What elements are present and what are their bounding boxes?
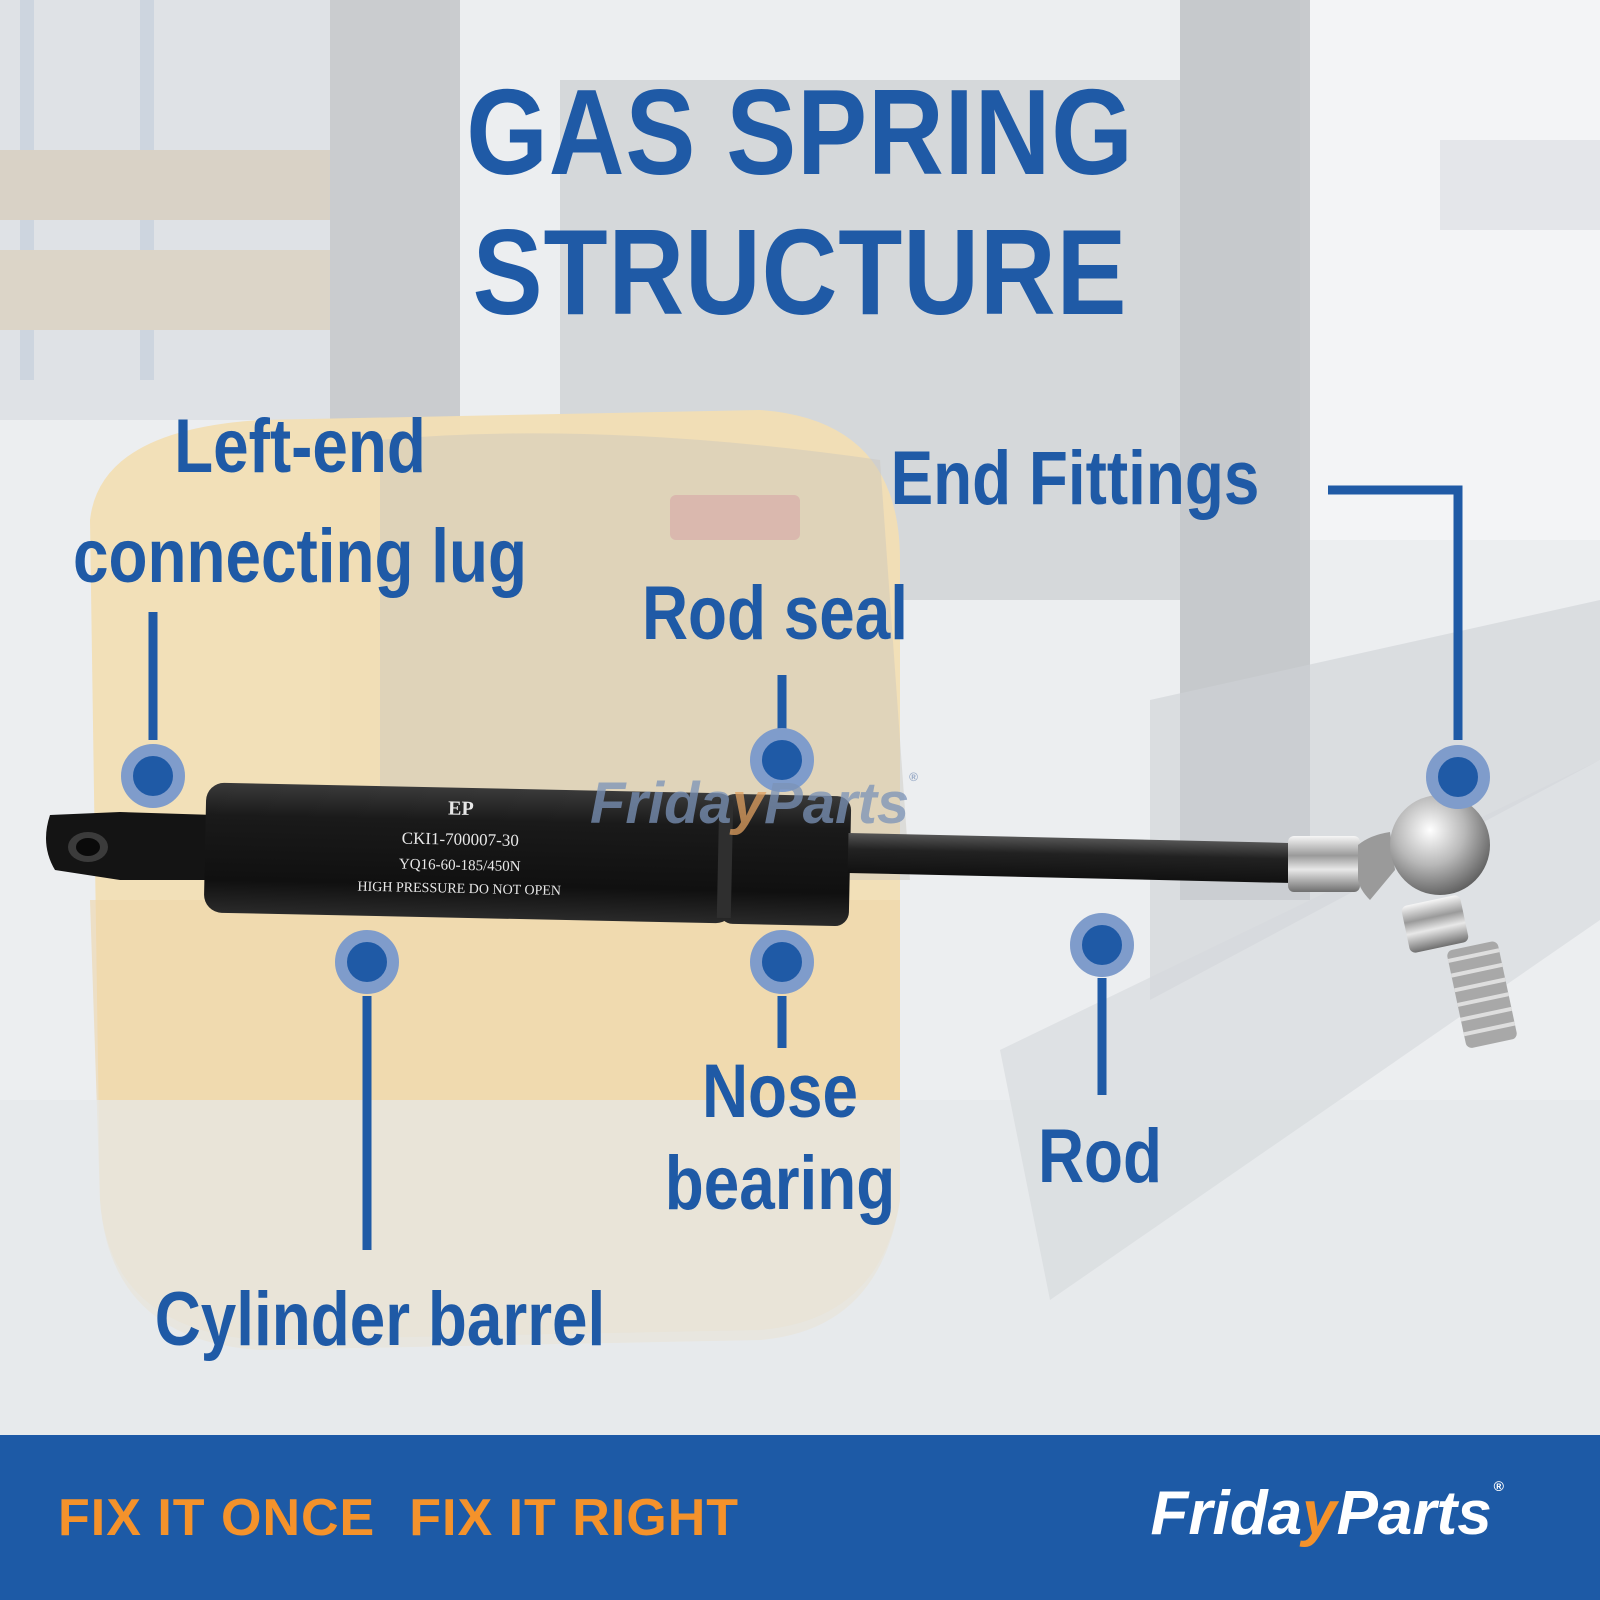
- page-title-line1: GAS SPRING: [466, 64, 1134, 200]
- label-end-fittings: End Fittings: [890, 436, 1260, 521]
- label-rod: Rod: [1037, 1114, 1163, 1199]
- gas-spring-diagram: EP CKI1-700007-30 YQ16-60-185/450N HIGH …: [46, 485, 1517, 1250]
- callout-dot-nose-bearing: [750, 930, 814, 994]
- label-nose-line2: bearing: [664, 1141, 896, 1226]
- label-nose-bearing: Nose bearing: [637, 1050, 923, 1226]
- label-cylinder-barrel: Cylinder barrel: [154, 1277, 606, 1362]
- slogan-part-2: FIX IT RIGHT: [409, 1489, 740, 1547]
- label-left-end-line2: connecting lug: [73, 514, 527, 599]
- callout-dot-rod-seal: [750, 728, 814, 792]
- slogan-part-1: FIX IT ONCE: [58, 1489, 376, 1547]
- callout-dot-end-fittings: [1426, 745, 1490, 809]
- callout-line-end-fittings: [1328, 485, 1463, 740]
- label-nose-line1: Nose: [701, 1049, 859, 1134]
- label-left-end-line1: Left-end: [174, 404, 426, 489]
- cylinder-barrel-body: [204, 782, 852, 927]
- watermark-logo: FridayParts®: [590, 770, 919, 836]
- barrel-spec: YQ16-60-185/450N: [399, 857, 521, 876]
- left-end-lug: [46, 812, 215, 880]
- callout-dot-left-end: [121, 744, 185, 808]
- callout-dot-cylinder-barrel: [335, 930, 399, 994]
- footer-bar: [0, 1435, 1600, 1600]
- barrel-part-number: CKI1-700007-30: [402, 829, 519, 850]
- page-title-line2: STRUCTURE: [472, 204, 1128, 340]
- label-left-end-lug: Left-end connecting lug: [65, 405, 535, 599]
- end-fitting: [1288, 795, 1517, 1048]
- footer-slogan: FIX IT ONCE FIX IT RIGHT: [58, 1488, 739, 1548]
- barrel-warning: HIGH PRESSURE DO NOT OPEN: [357, 880, 561, 899]
- callout-dot-rod: [1070, 913, 1134, 977]
- brand-logo: FridayParts®: [1150, 1478, 1505, 1548]
- rod-shaft: [847, 832, 1294, 884]
- barrel-logo: EP: [448, 798, 474, 821]
- label-rod-seal: Rod seal: [641, 571, 909, 656]
